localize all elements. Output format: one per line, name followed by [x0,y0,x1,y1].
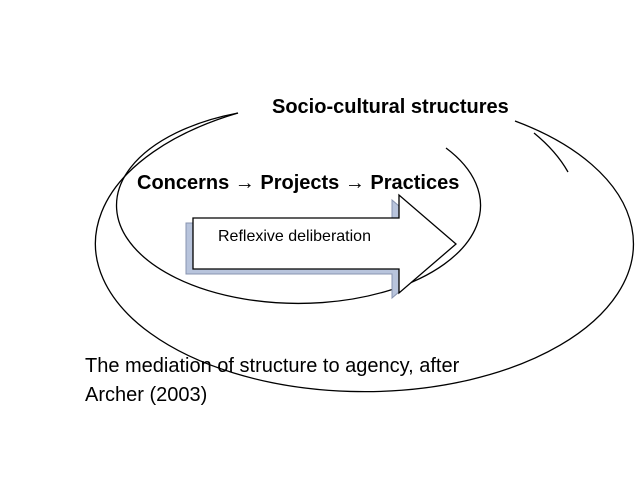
concerns-projects-practices-label: Concerns → Projects → Practices [137,172,460,194]
inner-ellipse [115,112,482,305]
caption-line-1: The mediation of structure to agency, af… [85,355,460,377]
outer-ellipse [94,112,635,393]
reflexive-deliberation-arrow [192,193,457,295]
figure-caption: The mediation of structure to agency, af… [85,352,585,410]
outer-ellipse-right-arc [533,132,569,173]
socio-cultural-structures-label: Socio-cultural structures [272,96,509,118]
reflexive-deliberation-label: Reflexive deliberation [218,228,371,245]
caption-line-2: Archer (2003) [85,384,208,406]
